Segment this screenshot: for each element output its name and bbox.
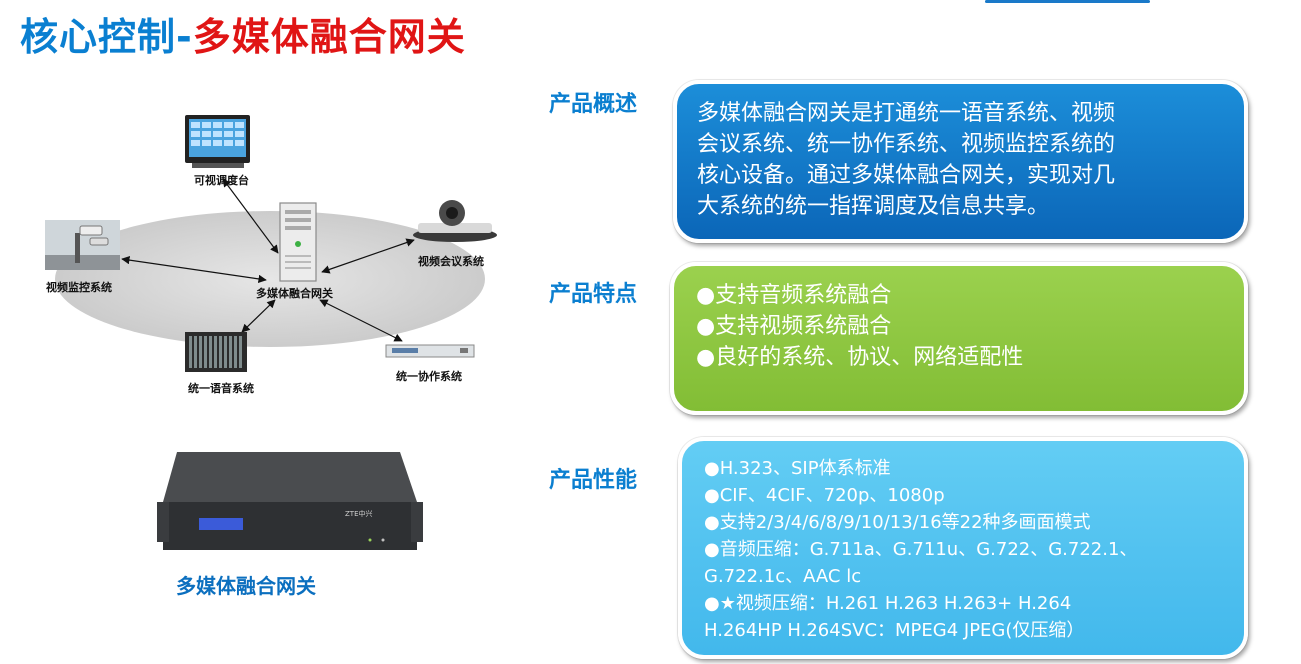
performance-item: ●★视频压缩：H.261 H.263 H.263+ H.264: [704, 593, 1072, 614]
diagram-graphics: [45, 115, 497, 372]
feature-item: ●良好的系统、协议、网络适配性: [696, 345, 1024, 370]
voice-system-rack-icon: [185, 332, 247, 372]
page-title: 核心控制-多媒体融合网关: [20, 6, 466, 61]
link-left: [121, 255, 267, 284]
diagram-label-right: 视频会议系统: [418, 255, 484, 268]
overview-line: 会议系统、统一协作系统、视频监控系统的: [697, 132, 1116, 157]
link-right: [321, 238, 415, 274]
performance-item: ●音频压缩：G.711a、G.711u、G.722、G.722.1、: [704, 539, 1138, 560]
performance-item: ●H.323、SIP体系标准: [704, 458, 891, 479]
gateway-device-photo: ZTE中兴: [157, 452, 423, 550]
performance-box: ●H.323、SIP体系标准 ●CIF、4CIF、720p、1080p ●支持2…: [678, 437, 1248, 659]
dispatch-console-icon: [185, 115, 250, 168]
title-main: 多媒体融合网关: [192, 15, 466, 59]
top-accent-bar: [985, 0, 1150, 3]
overview-line: 核心设备。通过多媒体融合网关，实现对几: [697, 163, 1116, 188]
performance-item: ●支持2/3/4/6/8/9/10/13/16等22种多画面模式: [704, 512, 1091, 533]
architecture-diagram: 可视调度台 视频监控系统 多媒体融合网关 视频会议系统 统一语音系统 统一协作系…: [30, 95, 500, 405]
performance-item: G.722.1c、AAC lc: [704, 566, 862, 587]
performance-item: ●CIF、4CIF、720p、1080p: [704, 485, 945, 506]
collaboration-server-icon: [385, 344, 475, 358]
feature-item: ●支持视频系统融合: [696, 314, 892, 339]
video-conference-icon: [413, 200, 497, 242]
link-top: [222, 178, 279, 254]
device-brand-label: ZTE中兴: [345, 509, 373, 518]
surveillance-camera-icon: [45, 220, 120, 270]
gateway-server-icon: [279, 202, 317, 282]
product-caption: 多媒体融合网关: [176, 574, 316, 598]
features-box: ●支持音频系统融合 ●支持视频系统融合 ●良好的系统、协议、网络适配性: [670, 262, 1248, 415]
feature-item: ●支持音频系统融合: [696, 283, 892, 308]
performance-item: H.264HP H.264SVC：MPEG4 JPEG(仅压缩）: [704, 620, 1085, 641]
diagram-label-center: 多媒体融合网关: [256, 287, 333, 300]
overview-line: 多媒体融合网关是打通统一语音系统、视频: [697, 101, 1116, 126]
overview-line: 大系统的统一指挥调度及信息共享。: [697, 194, 1050, 219]
diagram-label-bottom-right: 统一协作系统: [396, 370, 462, 383]
title-prefix: 核心控制-: [20, 15, 193, 59]
section-label-features: 产品特点: [549, 282, 638, 307]
section-label-overview: 产品概述: [549, 92, 638, 117]
diagram-label-bottom-left: 统一语音系统: [188, 382, 254, 395]
section-label-performance: 产品性能: [549, 468, 638, 493]
link-bottom-right: [319, 299, 403, 342]
overview-box: 多媒体融合网关是打通统一语音系统、视频 会议系统、统一协作系统、视频监控系统的 …: [673, 80, 1248, 243]
diagram-label-left: 视频监控系统: [46, 281, 112, 294]
diagram-label-top: 可视调度台: [194, 174, 249, 187]
link-bottom-left: [241, 299, 276, 333]
